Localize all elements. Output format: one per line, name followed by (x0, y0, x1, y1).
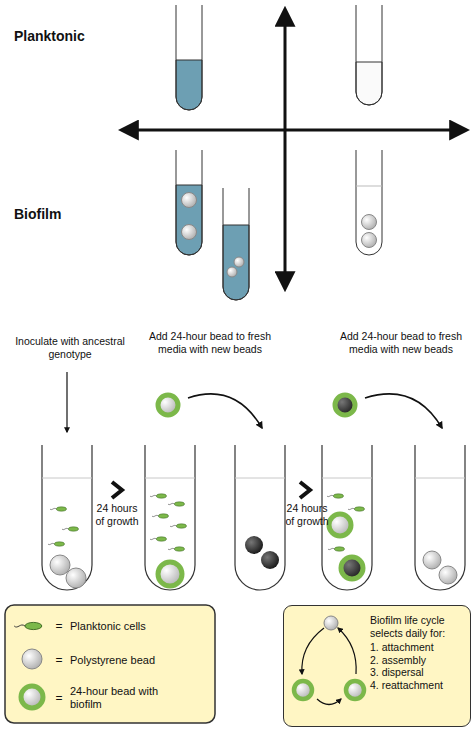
box-heading: Biofilm life cycle selects daily for: (370, 614, 466, 639)
row-label: Biofilm (14, 206, 114, 222)
test-tube (176, 5, 382, 300)
step-note: Add 24-hour bead to fresh media with new… (335, 330, 467, 355)
time-note: 24 hours of growth (282, 502, 332, 527)
equals-sign: = (52, 691, 66, 705)
row-label: Planktonic (14, 28, 114, 44)
axis (122, 129, 466, 132)
lifecycle-box: Biofilm life cycle selects daily for: 1. … (283, 605, 471, 727)
equals-sign: = (52, 619, 66, 633)
legend-text: Polystyrene bead (70, 654, 205, 667)
step-note: Inoculate with ancestral genotype (15, 335, 125, 360)
time-note: 24 hours of growth (92, 502, 142, 527)
legend-text: Planktonic cells (70, 620, 205, 633)
lifecycle-cycle (284, 606, 370, 726)
test-tube (42, 445, 465, 590)
equals-sign: = (52, 653, 66, 667)
legend-box (5, 605, 215, 723)
list-item: 3. dispersal (370, 666, 466, 679)
axis (284, 10, 287, 288)
list-item: 4. reattachment (370, 679, 466, 692)
list-item: 1. attachment (370, 641, 466, 654)
step-note: Add 24-hour bead to fresh media with new… (145, 330, 275, 355)
transfer-arrow (67, 372, 442, 498)
legend-text: 24-hour bead with biofilm (70, 685, 165, 710)
list-item: 2. assembly (370, 654, 466, 667)
tube-contents (48, 494, 457, 588)
